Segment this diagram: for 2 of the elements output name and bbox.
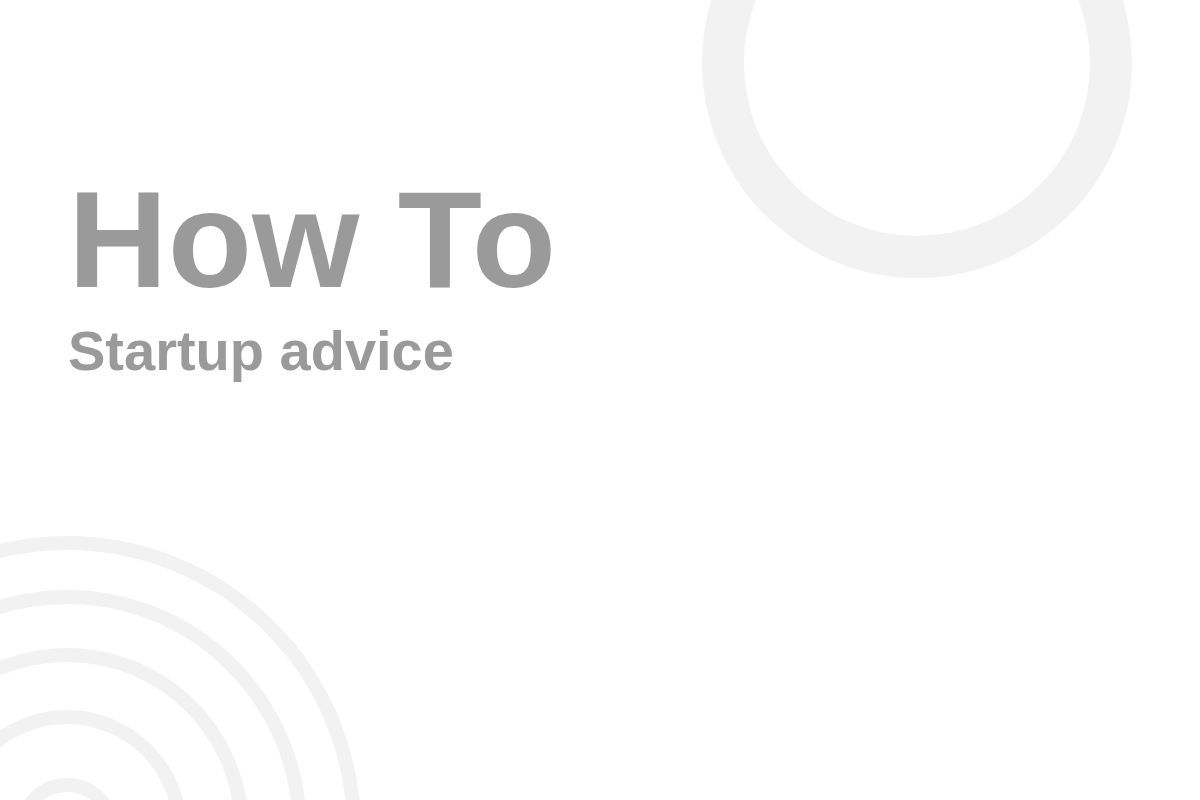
title: How To bbox=[68, 170, 556, 308]
subtitle: Startup advice bbox=[68, 318, 455, 384]
